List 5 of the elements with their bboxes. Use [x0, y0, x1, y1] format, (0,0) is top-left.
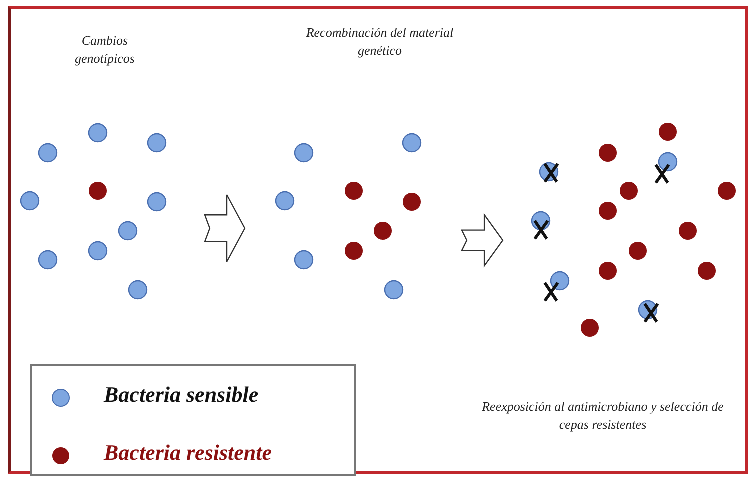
legend-label: Bacteria resistente: [104, 440, 272, 466]
panel-caption: Reexposición al antimicrobiano y selección de cepas resistentes: [481, 398, 725, 434]
panel-caption: Cambios genotípicos: [74, 32, 136, 68]
legend-label: Bacteria sensible: [104, 382, 259, 408]
panel-caption: Recombinación del material genético: [305, 24, 455, 60]
